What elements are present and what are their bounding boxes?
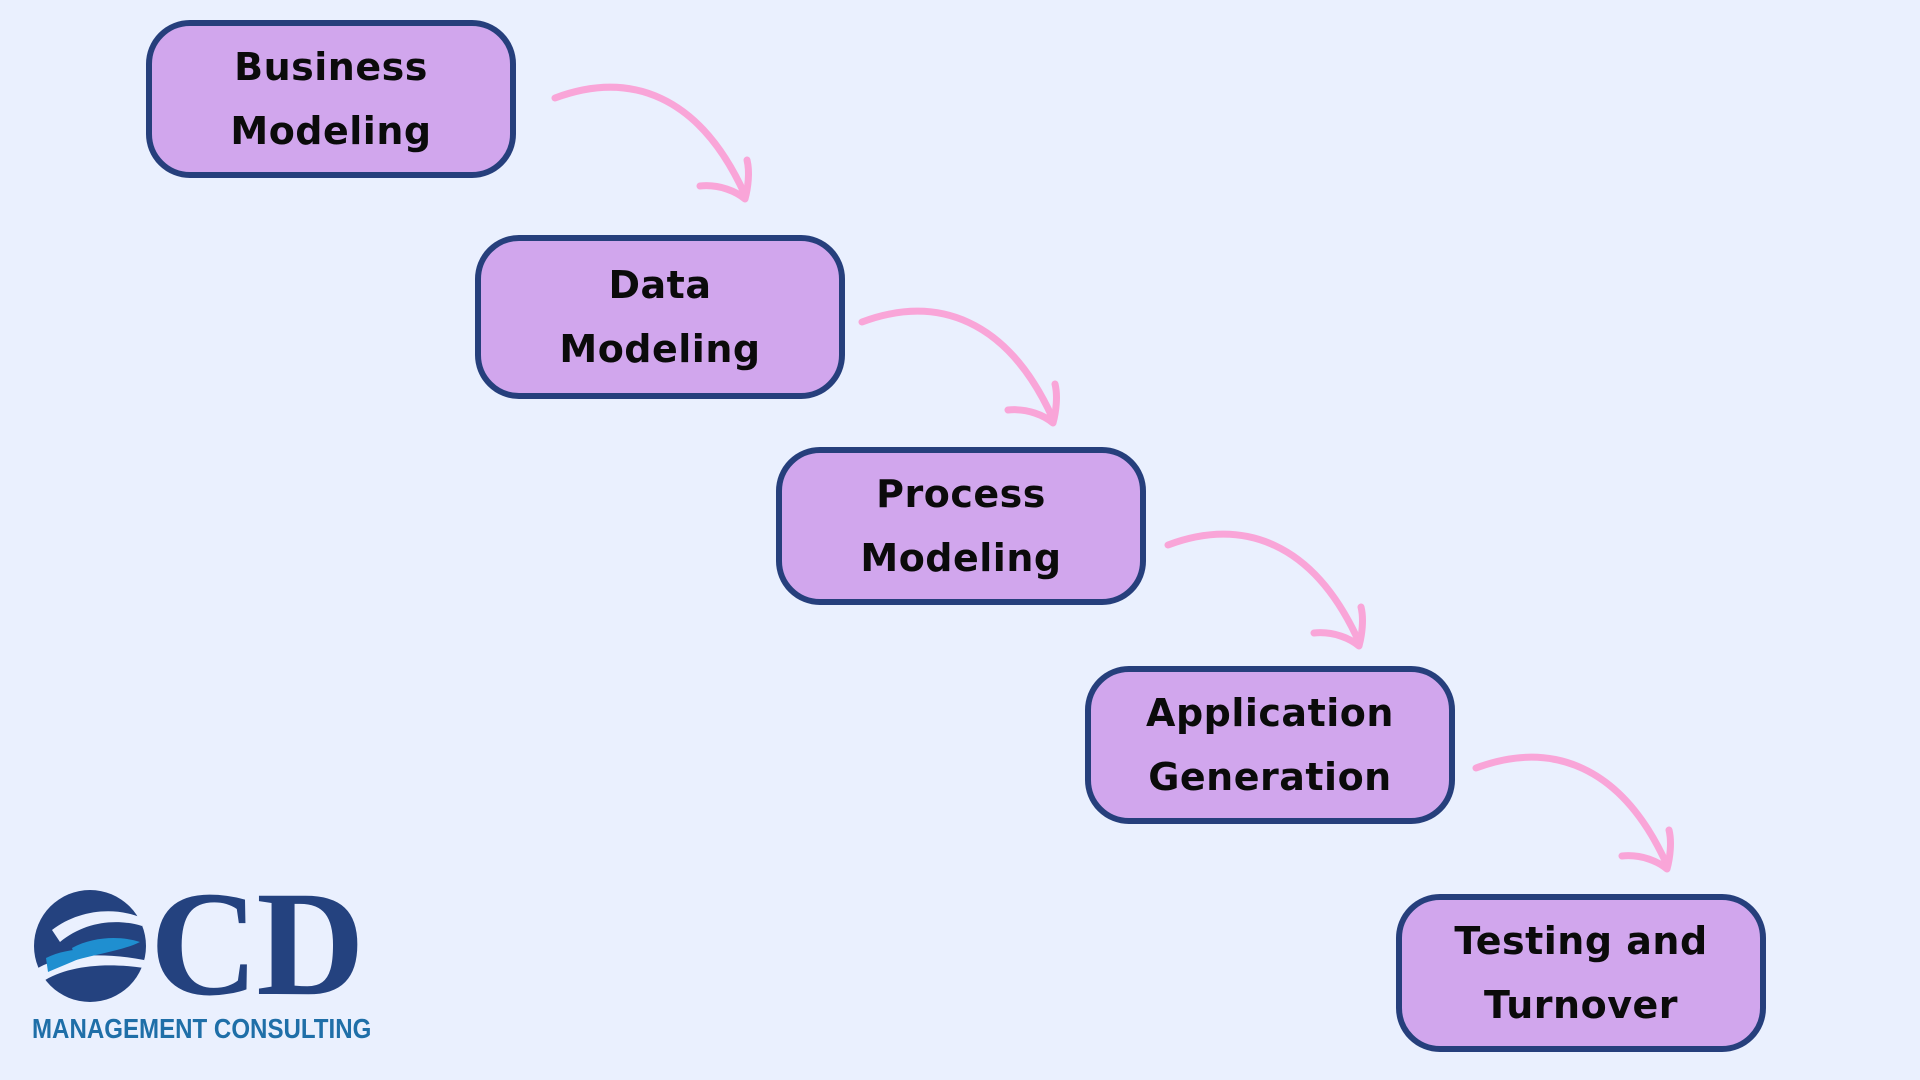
step-process-modeling: Process Modeling bbox=[776, 447, 1146, 605]
arrow-data-to-process bbox=[858, 307, 1060, 427]
step-label: Process Modeling bbox=[860, 472, 1062, 580]
logo-letters: CD bbox=[150, 861, 365, 1027]
step-label: Application Generation bbox=[1146, 691, 1394, 799]
step-data-modeling: Data Modeling bbox=[475, 235, 845, 399]
arrow-process-to-application bbox=[1164, 530, 1366, 650]
logo-tagline: MANAGEMENT CONSULTING bbox=[32, 1013, 372, 1044]
company-logo: CD MANAGEMENT CONSULTING bbox=[32, 869, 382, 1048]
step-label: Testing and Turnover bbox=[1454, 919, 1708, 1027]
step-business-modeling: Business Modeling bbox=[146, 20, 516, 178]
arrow-application-to-testing bbox=[1472, 753, 1674, 873]
step-label: Data Modeling bbox=[559, 263, 761, 371]
logo-swoosh-icon bbox=[34, 890, 146, 1002]
step-application-generation: Application Generation bbox=[1085, 666, 1455, 824]
arrow-business-to-data bbox=[551, 83, 752, 203]
step-label: Business Modeling bbox=[230, 45, 432, 153]
step-testing-and-turnover: Testing and Turnover bbox=[1396, 894, 1766, 1052]
